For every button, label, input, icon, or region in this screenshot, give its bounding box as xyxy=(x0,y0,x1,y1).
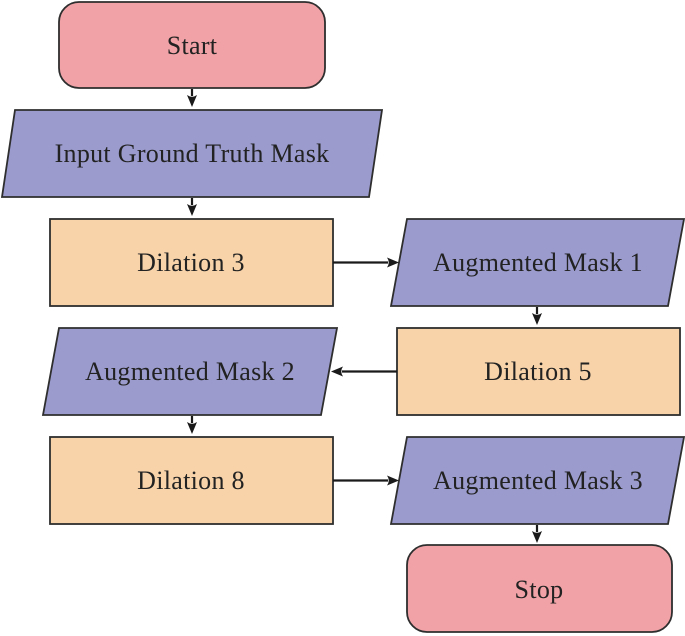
node-dilation-3 xyxy=(49,218,334,307)
node-stop xyxy=(406,544,673,633)
node-augmented-mask-2 xyxy=(41,327,339,416)
flowchart-edges xyxy=(187,89,542,543)
node-dilation-5 xyxy=(396,327,681,416)
node-start xyxy=(58,1,326,89)
node-input-ground-truth-mask xyxy=(0,109,384,198)
node-augmented-mask-1 xyxy=(389,218,685,307)
node-augmented-mask-3 xyxy=(389,436,685,525)
node-dilation-8 xyxy=(49,436,334,525)
